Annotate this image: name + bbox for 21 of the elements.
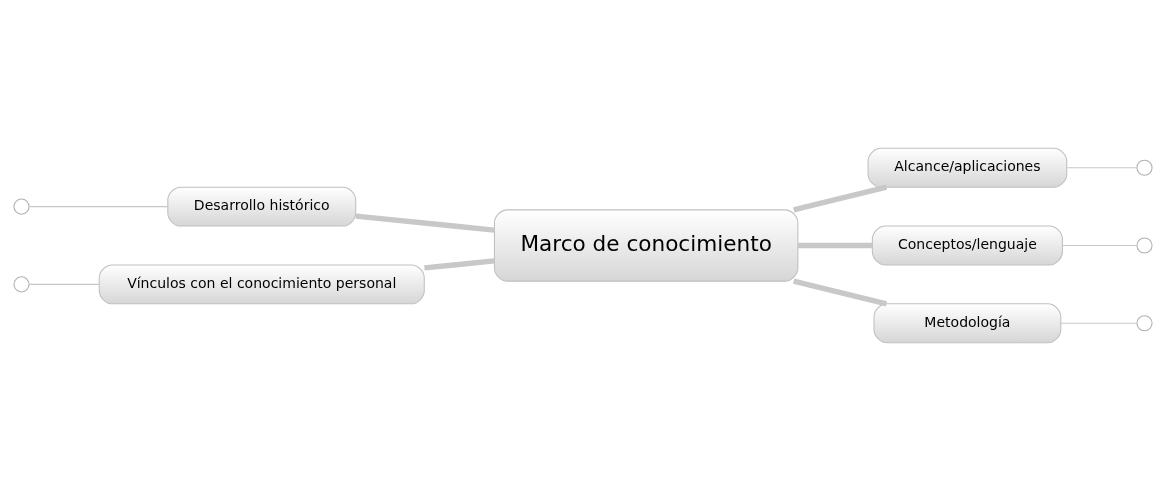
node-box: Conceptos/lenguaje — [871, 225, 1063, 266]
connector — [797, 242, 873, 249]
connector — [1060, 322, 1138, 324]
node-circle — [13, 198, 30, 215]
connector — [793, 184, 888, 213]
node-box: Marco de conocimiento — [493, 209, 799, 282]
connector — [28, 283, 100, 285]
connector — [1062, 244, 1138, 247]
node-box: Alcance/aplicaciones — [867, 147, 1068, 188]
node-circle — [1136, 159, 1153, 176]
connector — [793, 278, 888, 307]
connector — [355, 213, 495, 233]
connector — [28, 206, 169, 208]
node-circle — [1136, 315, 1153, 332]
node-box: Metodología — [873, 303, 1062, 344]
node-box: Vínculos con el conocimiento personal — [98, 264, 425, 305]
connector — [424, 258, 495, 271]
connector — [1066, 167, 1138, 169]
node-circle — [13, 276, 30, 293]
node-box: Desarrollo histórico — [167, 186, 357, 227]
node-circle — [1136, 237, 1153, 254]
